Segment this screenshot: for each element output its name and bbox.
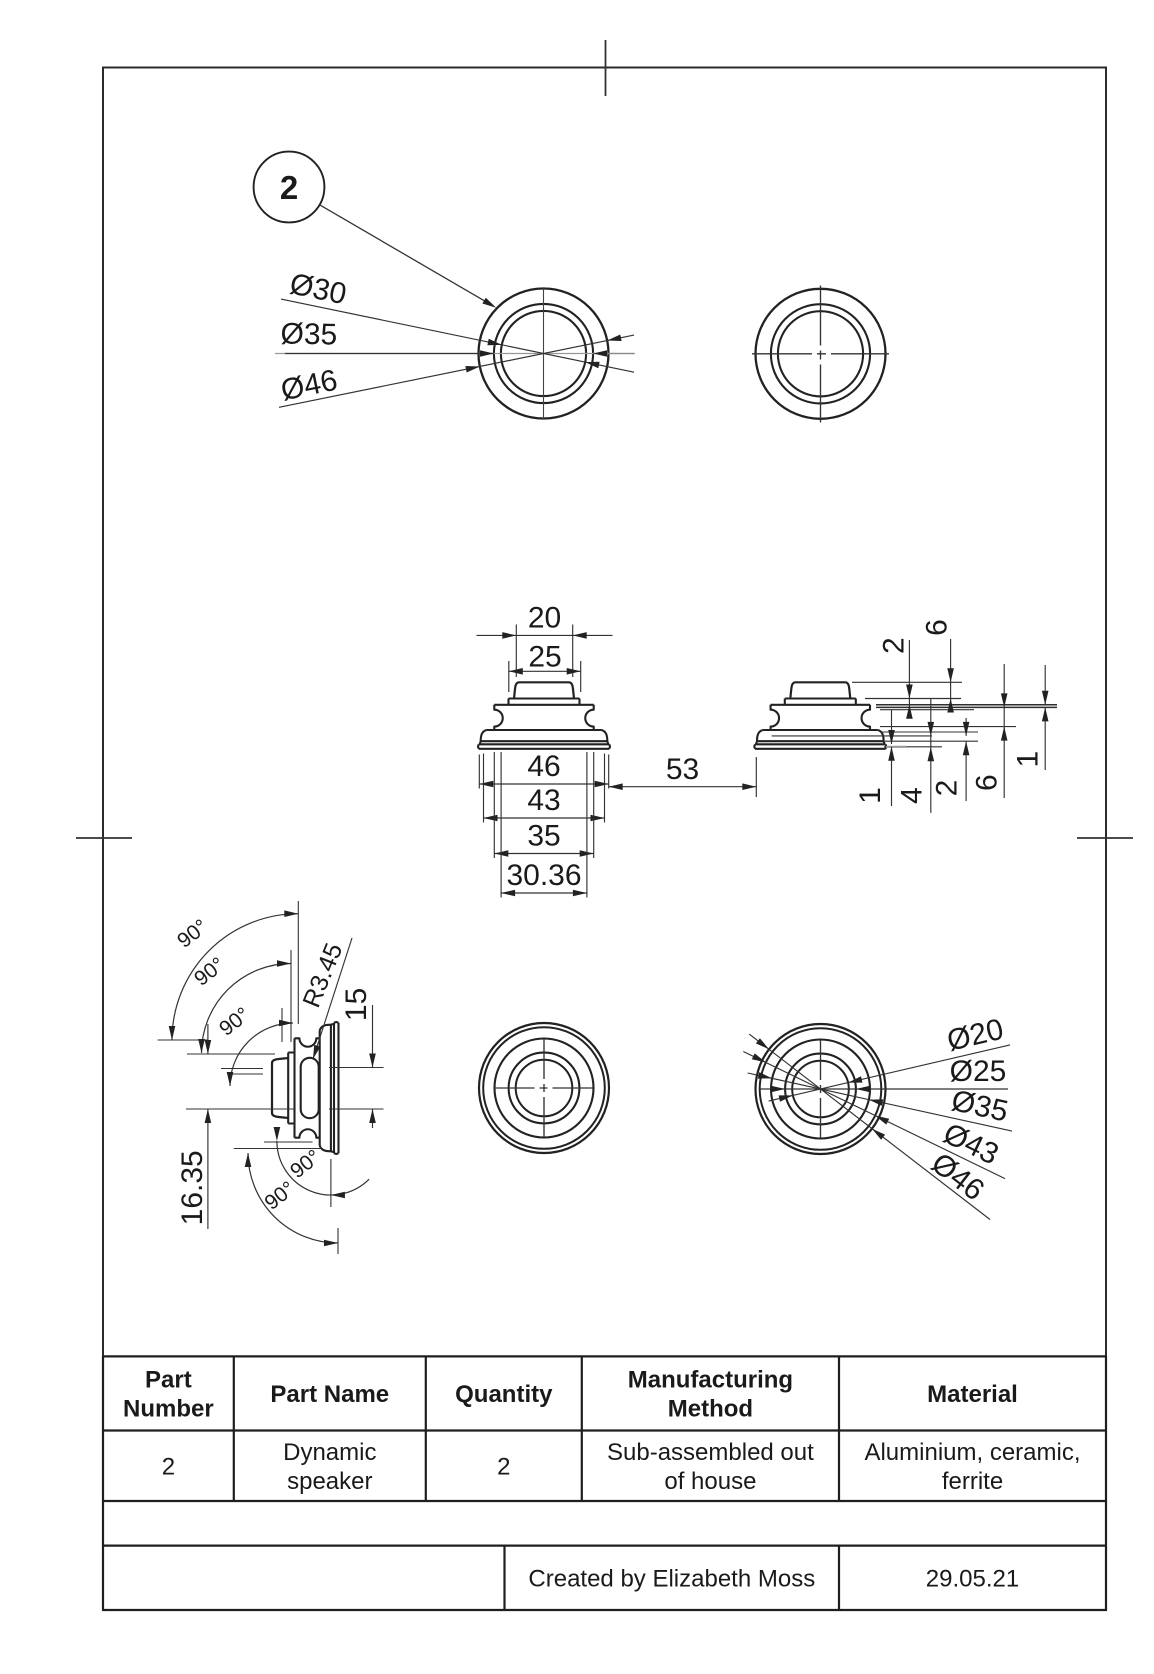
svg-text:Dynamic: Dynamic <box>283 1439 376 1466</box>
svg-text:25: 25 <box>528 640 561 673</box>
svg-text:2: 2 <box>930 780 963 797</box>
svg-text:2: 2 <box>497 1453 510 1480</box>
svg-text:16.35: 16.35 <box>176 1150 209 1225</box>
svg-text:30.36: 30.36 <box>506 859 581 892</box>
svg-text:6: 6 <box>920 619 953 636</box>
svg-text:Quantity: Quantity <box>455 1381 553 1408</box>
svg-text:Ø25: Ø25 <box>950 1055 1007 1088</box>
svg-text:35: 35 <box>527 819 560 852</box>
svg-text:2: 2 <box>162 1453 175 1480</box>
svg-text:15: 15 <box>340 988 373 1021</box>
svg-text:Ø35: Ø35 <box>280 318 337 352</box>
svg-text:speaker: speaker <box>287 1468 372 1495</box>
svg-text:2: 2 <box>878 637 911 654</box>
svg-text:43: 43 <box>527 784 560 817</box>
svg-text:ferrite: ferrite <box>942 1468 1003 1495</box>
svg-text:Aluminium, ceramic,: Aluminium, ceramic, <box>864 1439 1080 1466</box>
svg-text:Part Name: Part Name <box>270 1381 389 1408</box>
svg-text:1: 1 <box>1011 751 1044 768</box>
svg-text:46: 46 <box>527 750 560 783</box>
svg-text:2: 2 <box>280 169 298 206</box>
svg-text:Material: Material <box>927 1381 1018 1408</box>
svg-text:Part: Part <box>145 1367 192 1394</box>
svg-text:20: 20 <box>528 602 561 635</box>
svg-text:Number: Number <box>123 1396 214 1423</box>
svg-text:1: 1 <box>854 787 887 804</box>
svg-text:29.05.21: 29.05.21 <box>926 1565 1019 1592</box>
svg-text:Created by Elizabeth Moss: Created by Elizabeth Moss <box>528 1565 815 1592</box>
svg-text:Method: Method <box>668 1396 753 1423</box>
svg-text:4: 4 <box>895 787 928 804</box>
svg-text:of house: of house <box>664 1468 756 1495</box>
svg-text:Manufacturing: Manufacturing <box>628 1367 793 1394</box>
svg-text:53: 53 <box>666 753 699 786</box>
svg-text:6: 6 <box>970 774 1003 791</box>
svg-text:Sub-assembled out: Sub-assembled out <box>607 1439 814 1466</box>
